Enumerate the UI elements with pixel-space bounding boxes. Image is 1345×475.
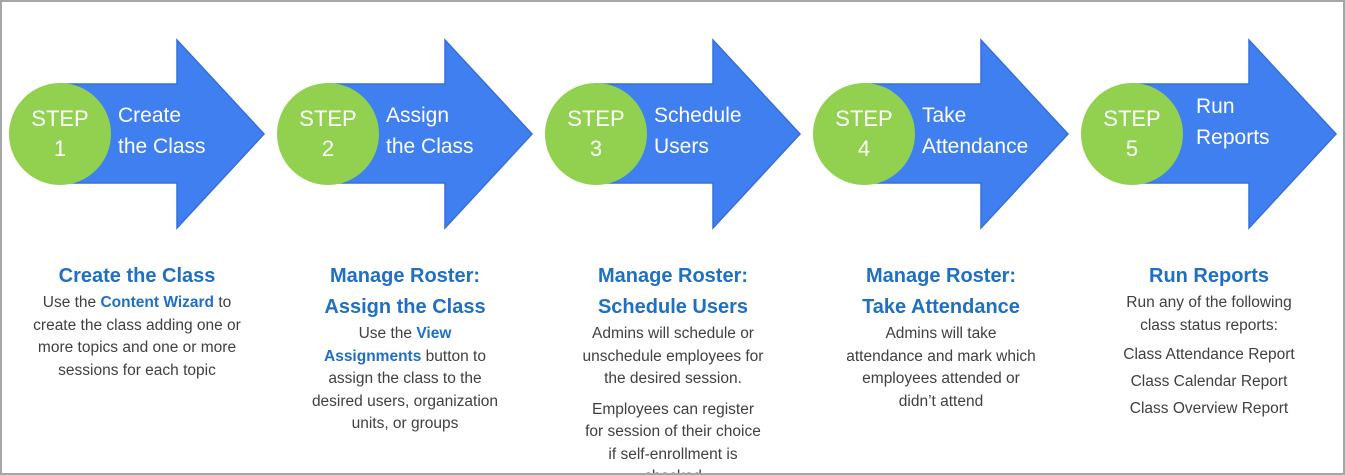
step-5-badge-word: STEP [1103,106,1161,131]
step-1-arrow-line-2: the Class [118,135,206,158]
step-2-arrow-line-1: Assign [386,104,450,127]
report-list: Class Attendance Report Class Calendar R… [1074,341,1343,422]
step-1-arrow-label: Create the Class [118,100,206,162]
step-4-arrow-line-1: Take [922,104,967,127]
step-5: STEP 5 Run Reports Run Reports Run any o… [1074,2,1343,473]
step-5-arrow-label: Run Reports [1196,91,1270,153]
step-1-arrow-shape [59,38,266,230]
step-3-paragraph-2: Employees can register for session of th… [585,400,761,474]
step-1-title: Create the Class [58,265,216,287]
step-3-badge-number: 3 [589,136,603,161]
step-2-arrow-shape [327,38,534,230]
step-3-paragraph-1: Admins will schedule or unschedule emplo… [582,325,764,387]
step-4-paragraph-1: Admins will take attendance and mark whi… [846,325,1036,410]
step-5-arrow-line-1: Run [1196,95,1235,118]
step-1-desc-pre: Use the [42,294,101,311]
content-wizard-link[interactable]: Content Wizard [100,294,215,311]
step-4-title-line-2: Take Attendance [862,296,1020,318]
step-3-title-line-2: Schedule Users [597,296,749,318]
step-1-badge-word: STEP [31,106,89,131]
step-2-badge: STEP 2 [277,83,379,185]
step-2-badge-number: 2 [321,136,335,161]
step-2-title-line-1: Manage Roster: [329,265,481,287]
step-2-arrow-line-2: the Class [386,135,474,158]
step-4-detail: Manage Roster: Take Attendance Admins wi… [806,261,1076,413]
report-list-item: Class Attendance Report [1123,346,1295,363]
step-4-arrow-shape [863,38,1070,230]
step-1-desc-post: to create the class adding one or more t… [33,294,241,379]
report-list-item: Class Overview Report [1129,400,1289,417]
step-5-title: Run Reports [1149,265,1269,287]
step-2-arrow: STEP 2 Assign the Class [270,2,540,242]
step-3-badge: STEP 3 [545,83,647,185]
step-4-badge-number: 4 [857,136,871,161]
step-5-arrow-shape [1131,38,1338,230]
step-5-detail: Run Reports Run any of the following cla… [1074,261,1343,422]
step-3-arrow-shape [595,38,802,230]
step-3-arrow-line-2: Users [654,135,709,158]
step-2-title-line-2: Assign the Class [324,296,486,318]
step-1-arrow: STEP 1 Create the Class [2,2,272,242]
step-2-arrow-label: Assign the Class [386,100,474,162]
step-3-title-line-1: Manage Roster: [597,265,749,287]
view-assignments-link[interactable]: View Assignments [324,325,452,365]
step-2-desc-pre: Use the [358,325,417,342]
step-1-arrow-line-1: Create [118,104,182,127]
report-list-item: Class Calendar Report [1130,373,1288,390]
step-5-paragraph-1: Run any of the following class status re… [1126,294,1292,334]
step-3-badge-word: STEP [567,106,625,131]
step-4-arrow: STEP 4 Take Attendance [806,2,1076,242]
step-3-arrow-label: Schedule Users [654,100,742,162]
step-3-arrow: STEP 3 Schedule Users [538,2,808,242]
step-2-desc-post: button to assign the class to the desire… [311,347,499,433]
step-1-description: Use the Content Wizard to create the cla… [2,292,272,382]
step-3-detail: Manage Roster: Schedule Users Admins wil… [538,261,808,474]
step-4-arrow-label: Take Attendance [922,100,1028,162]
step-2-description: Use the View Assignments button to assig… [270,323,540,436]
step-1: STEP 1 Create the Class Create the Class… [2,2,272,473]
step-4-arrow-line-2: Attendance [922,135,1029,158]
step-2: STEP 2 Assign the Class Manage Roster: A… [270,2,540,473]
step-1-badge: STEP 1 [9,83,111,185]
step-5-badge: STEP 5 [1081,83,1183,185]
step-1-badge-number: 1 [53,136,67,161]
step-5-arrow: STEP 5 Run Reports [1074,2,1343,242]
step-4-badge: STEP 4 [813,83,915,185]
step-5-badge-number: 5 [1125,136,1139,161]
step-5-arrow-line-2: Reports [1196,126,1270,149]
step-2-detail: Manage Roster: Assign the Class Use the … [270,261,540,436]
step-4-badge-word: STEP [835,106,893,131]
step-1-detail: Create the Class Use the Content Wizard … [2,261,272,382]
step-4-title-line-1: Manage Roster: [865,265,1017,287]
step-3: STEP 3 Schedule Users Manage Roster: Sch… [538,2,808,473]
step-4: STEP 4 Take Attendance Manage Roster: Ta… [806,2,1076,473]
step-3-arrow-line-1: Schedule [654,104,742,127]
step-2-badge-word: STEP [299,106,357,131]
